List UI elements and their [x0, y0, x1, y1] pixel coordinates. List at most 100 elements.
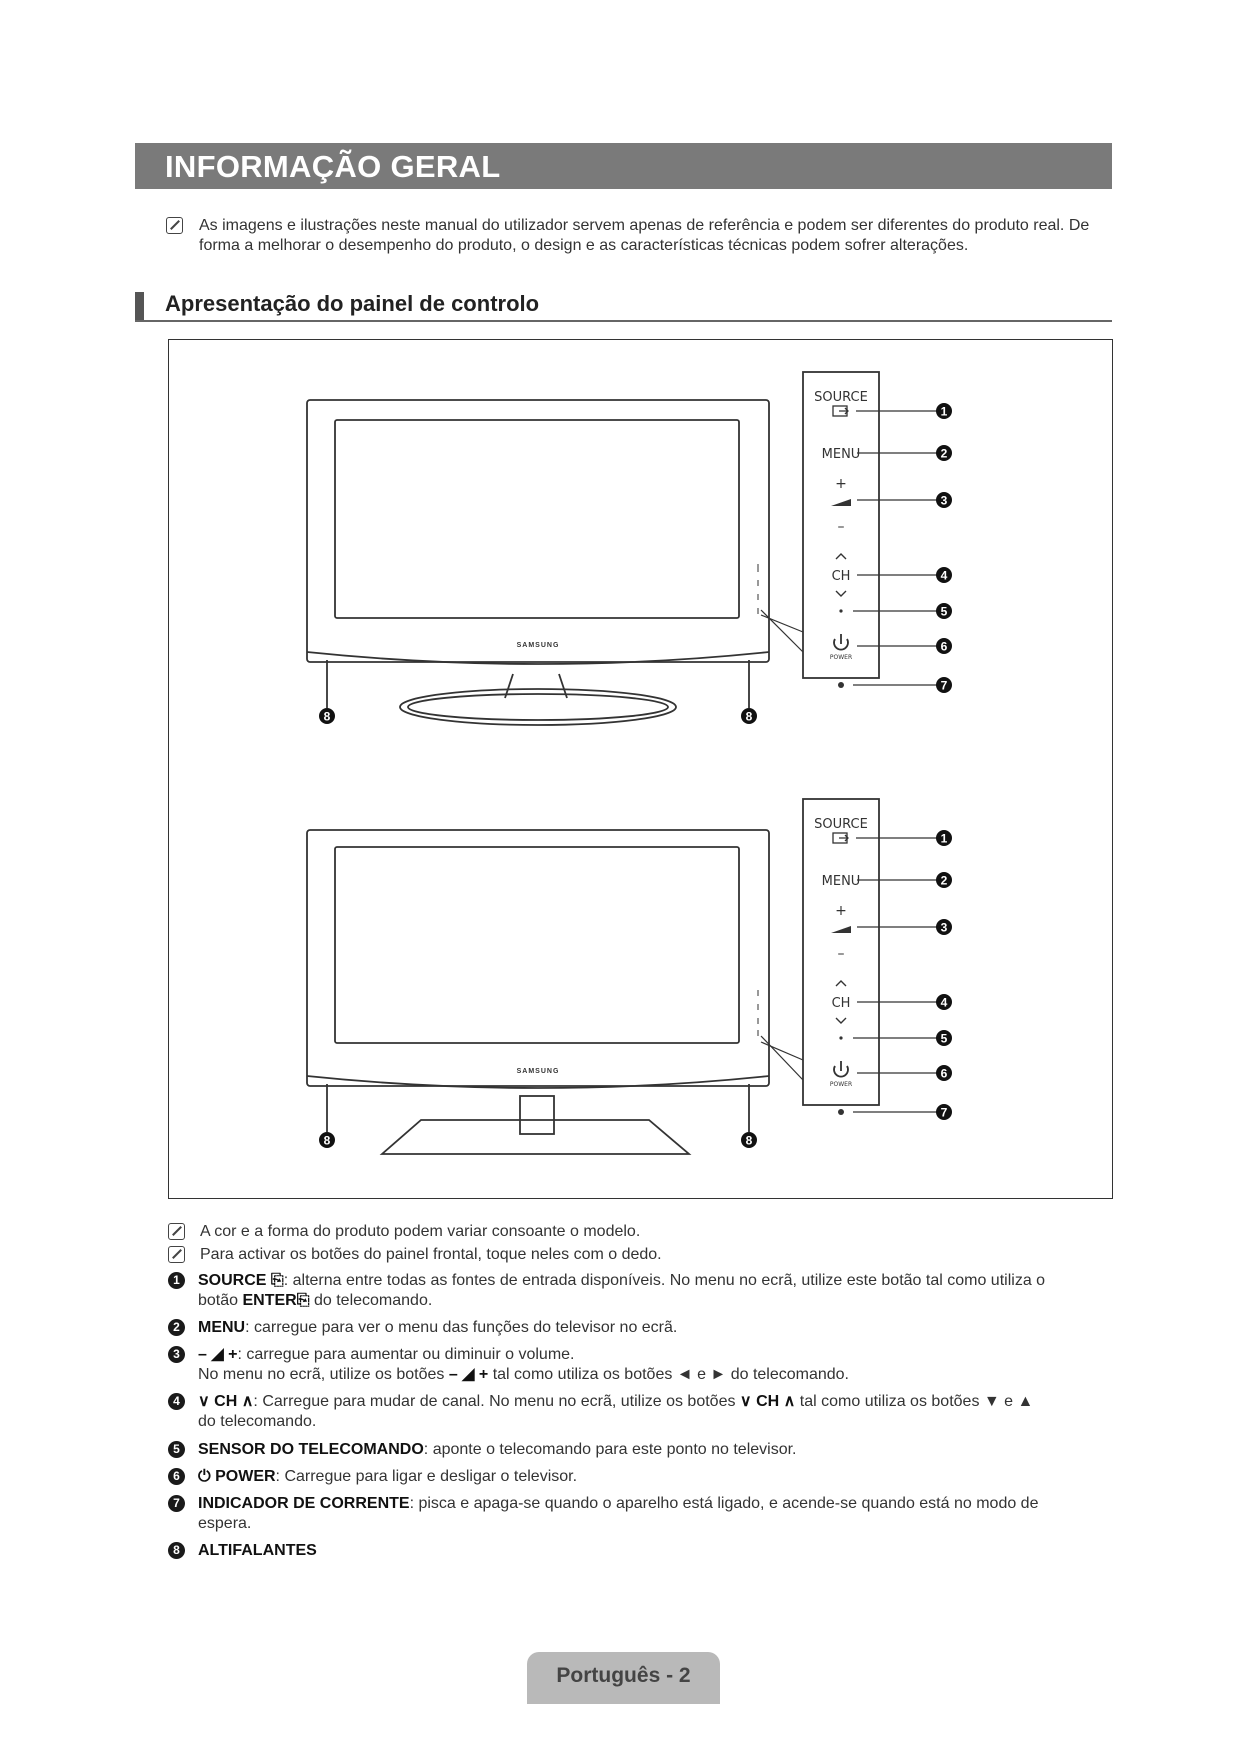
tv-2-power-label: POWER [830, 1081, 852, 1088]
tv-2-minus-label: – [838, 946, 845, 962]
tv-2-power-led [838, 1109, 844, 1115]
tv-1-ch-up-icon [835, 553, 847, 560]
tv-1-bezel [306, 399, 770, 663]
item-number: 4 [168, 1393, 185, 1410]
item-number: 8 [168, 1542, 185, 1559]
item-label: INDICADOR DE CORRENTE [198, 1495, 410, 1512]
tv-1-zoom-line-a [760, 609, 804, 653]
svg-text:8: 8 [324, 710, 331, 724]
item-text: : Carregue para ligar e desligar o telev… [275, 1468, 578, 1485]
item-number: 7 [168, 1495, 185, 1512]
tv-2-menu-label: MENU [822, 874, 861, 889]
tv-2-zoom-line-b [760, 1041, 804, 1061]
tv-2-zoom-line-a [760, 1035, 804, 1081]
tv-1-zoom-line-b [760, 614, 804, 633]
tv-1-brand: SAMSUNG [517, 642, 560, 649]
tv-1-callout-lines [853, 410, 939, 686]
tv-2-enter-icon [832, 832, 849, 844]
tv-1-power-icon [833, 634, 849, 651]
tv-2-stand [379, 1119, 692, 1155]
item-label: – ◢ + [198, 1346, 238, 1363]
svg-text:5: 5 [941, 1032, 948, 1046]
item-number: 1 [168, 1272, 185, 1289]
tv-1-callout-8-right: 8 [741, 708, 757, 724]
item-text: : alterna entre todas as fontes de entra… [283, 1272, 1046, 1289]
section-rule [135, 320, 1112, 322]
tv-2-callout-7: 7 [936, 1104, 952, 1120]
svg-text:1: 1 [941, 832, 948, 846]
item-label: ALTIFALANTES [198, 1542, 317, 1559]
tv-1-stand [399, 688, 677, 726]
tv-1-callout-4: 4 [936, 567, 952, 583]
tv-2-panel-box [802, 798, 880, 1106]
item-label: ⏻ POWER [198, 1468, 276, 1485]
tv-1-callout-5: 5 [936, 603, 952, 619]
tv-1-minus-label: – [838, 519, 845, 535]
control-panel-figure: SAMSUNG SAMSUNG SOURCE MENU + – CH POWER… [168, 339, 1113, 1199]
tv-2-screen [334, 846, 740, 1044]
tv-1-panel-labels: SOURCE MENU + – CH POWER [814, 390, 868, 688]
page-footer-tab: Português - 2 [527, 1652, 720, 1704]
tv-2-callout-1: 1 [936, 830, 952, 846]
item-text: : carregue para aumentar ou diminuir o v… [237, 1346, 575, 1363]
tv-1-menu-label: MENU [822, 447, 861, 462]
tv-2-ch-label: CH [832, 996, 851, 1011]
tv-2-callout-2: 2 [936, 872, 952, 888]
page-number-label: Português - 2 [556, 1664, 691, 1687]
tv-2-sensor-dot [839, 1036, 843, 1040]
tv-1 [306, 371, 939, 726]
section-title: Apresentação do painel de controlo [165, 291, 540, 316]
tv-1-bottom-curve [306, 651, 770, 665]
tv-1-sensor-dot [839, 609, 843, 613]
note-icon [166, 217, 183, 234]
svg-text:1: 1 [941, 405, 948, 419]
svg-text:8: 8 [746, 1134, 753, 1148]
tv-1-callout-8-left: 8 [319, 708, 335, 724]
tv-2-callout-lines [853, 837, 939, 1113]
tv-2-callout-8-left: 8 [319, 1132, 335, 1148]
item-label: ∨ CH ∧ [198, 1393, 254, 1410]
svg-text:4: 4 [941, 996, 948, 1010]
item-text: : aponte o telecomando para este ponto n… [423, 1441, 797, 1458]
tv-2-ch-up-icon [835, 980, 847, 987]
svg-text:2: 2 [941, 874, 948, 888]
item-text: : carregue para ver o menu das funções d… [245, 1319, 678, 1336]
item-text: : Carregue para mudar de canal. No menu … [253, 1393, 740, 1410]
svg-text:5: 5 [941, 605, 948, 619]
tv-illustration: SAMSUNG SAMSUNG SOURCE MENU + – CH POWER… [306, 371, 952, 1155]
svg-text:3: 3 [941, 921, 948, 935]
svg-text:8: 8 [746, 710, 753, 724]
tv-1-callout-2: 2 [936, 445, 952, 461]
svg-text:7: 7 [941, 679, 948, 693]
item-number: 2 [168, 1319, 185, 1336]
item-number: 6 [168, 1468, 185, 1485]
tv-2-plus-label: + [835, 903, 847, 919]
tv-1-screen [334, 419, 740, 619]
tv-2-bottom-curve [306, 1075, 770, 1089]
page-title-bar: INFORMAÇÃO GERAL [135, 143, 1112, 189]
item-label: SENSOR DO TELECOMANDO [198, 1441, 424, 1458]
tv-1-power-led [838, 682, 844, 688]
tv-1-enter-icon [832, 405, 849, 417]
item-text: : pisca e apaga-se quando o aparelho est… [409, 1495, 1039, 1512]
tv-2-callout-4: 4 [936, 994, 952, 1010]
tv-2-brand: SAMSUNG [517, 1068, 560, 1075]
enter-icon: ⎘ [296, 1292, 310, 1309]
callouts: 1 2 3 4 5 6 7 8 8 1 2 3 4 5 6 7 8 8 [319, 403, 952, 1148]
item-number: 5 [168, 1441, 185, 1458]
tv-1-ch-down-icon [835, 590, 847, 597]
item-label: SOURCE [198, 1272, 267, 1289]
item-label: MENU [198, 1319, 246, 1336]
tv-1-panel-box [802, 371, 880, 679]
item-number: 3 [168, 1346, 185, 1363]
tv-1-volume-icon [831, 499, 851, 506]
note-icon [168, 1246, 185, 1263]
tv-2-power-icon [833, 1061, 849, 1078]
section-header: Apresentação do painel de controlo [135, 290, 1112, 322]
svg-text:4: 4 [941, 569, 948, 583]
tv-2-callout-5: 5 [936, 1030, 952, 1046]
tv-1-ch-label: CH [832, 569, 851, 584]
svg-text:7: 7 [941, 1106, 948, 1120]
page-title: INFORMAÇÃO GERAL [165, 149, 501, 184]
tv-2-neck [519, 1095, 555, 1135]
